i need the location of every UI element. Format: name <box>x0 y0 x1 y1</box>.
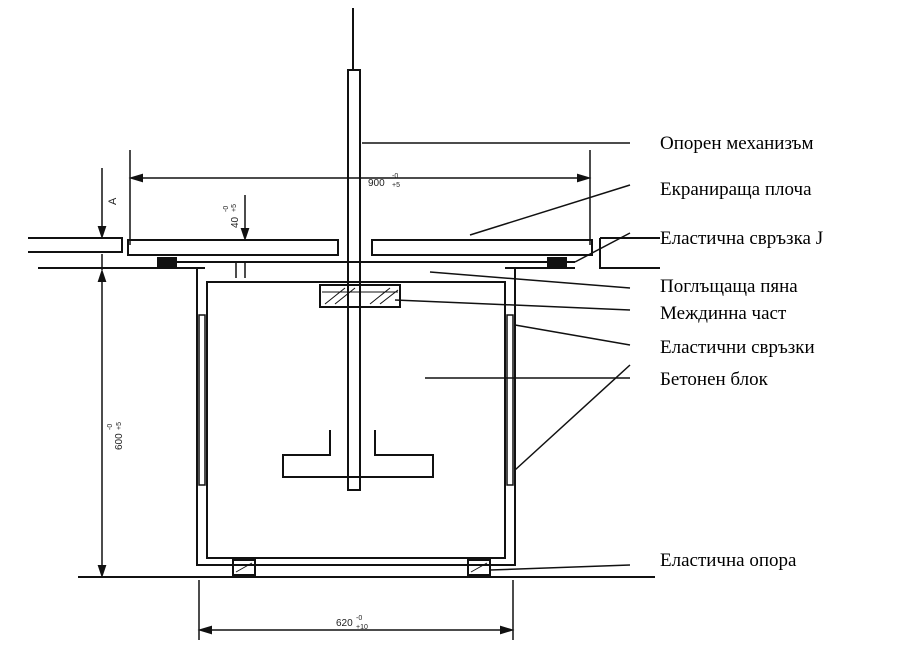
dim-text-a: A <box>107 197 119 205</box>
bottom-support-left <box>232 559 256 576</box>
svg-text:+10: +10 <box>356 624 368 631</box>
dim-text-900: 900 <box>368 178 385 189</box>
floor-slab-right <box>599 238 660 269</box>
label-absorbing-foam: Поглъщаща пяна <box>660 276 798 297</box>
concrete-block-outer <box>196 268 516 566</box>
label-concrete-block: Бетонен блок <box>660 369 768 390</box>
bottom-support-right <box>467 559 491 576</box>
svg-text:+5: +5 <box>392 182 400 189</box>
label-elastic-support: Еластична опора <box>660 550 797 571</box>
svg-text:-0: -0 <box>107 424 114 430</box>
elastic-pad-left <box>157 257 177 268</box>
t-foot <box>282 430 434 478</box>
side-link-right <box>506 314 514 486</box>
shield-plate-left <box>127 239 339 256</box>
leader-lines <box>362 142 631 571</box>
elastic-pad-right <box>547 257 567 268</box>
label-elastic-links: Еластични свръзки <box>660 337 815 358</box>
label-elastic-link-j: Еластична свръзка J <box>660 228 824 249</box>
label-support-mechanism: Опорен механизъм <box>660 133 814 154</box>
concrete-block-inner <box>206 281 506 559</box>
dim-text-600: 600 <box>114 433 125 450</box>
svg-text:-0: -0 <box>223 206 230 212</box>
shield-plate-right <box>371 239 593 256</box>
floor-slab-left <box>28 237 123 253</box>
dim-text-620: 620 <box>336 618 353 629</box>
intermediate-part-shape <box>319 284 401 308</box>
label-intermediate-part: Междинна част <box>660 303 787 324</box>
svg-text:-0: -0 <box>356 615 362 622</box>
dim-text-40: 40 <box>230 216 241 228</box>
support-stem <box>347 69 361 491</box>
svg-text:+5: +5 <box>231 204 238 212</box>
label-shield-plate: Екраниращa плоча <box>660 179 812 200</box>
svg-text:+5: +5 <box>116 422 123 430</box>
svg-text:-0: -0 <box>392 173 398 180</box>
side-link-left <box>198 314 206 486</box>
